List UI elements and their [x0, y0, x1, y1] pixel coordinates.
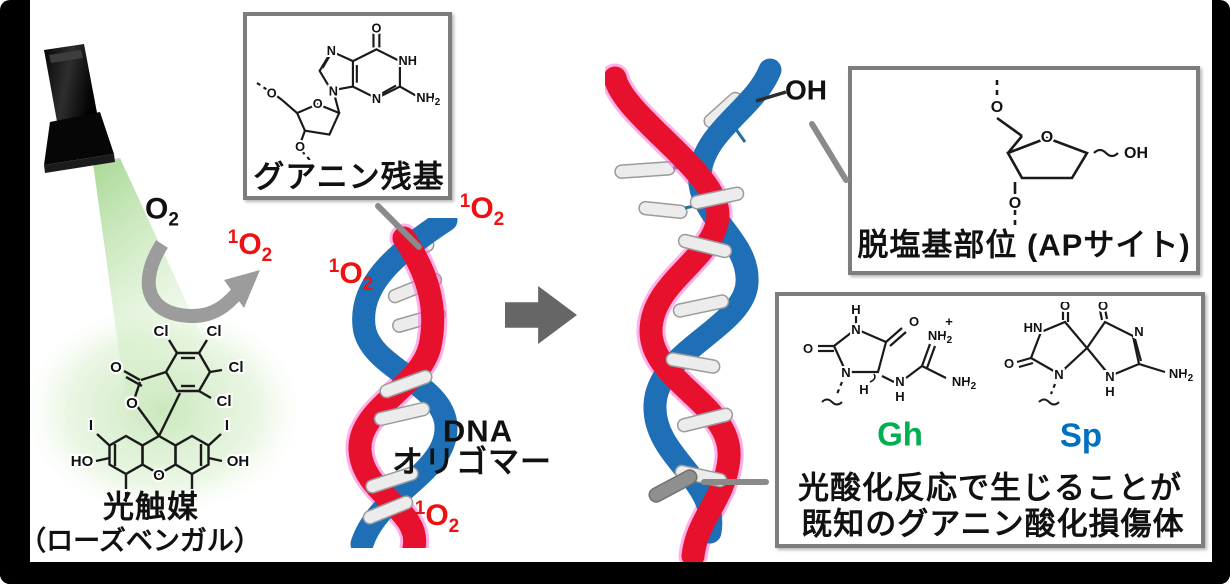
guanine-nh2-group: NH2: [416, 90, 440, 108]
gh-plus-charge: +: [945, 314, 953, 329]
xanthene-o-atom: O: [153, 467, 165, 484]
iodine-atom: I: [89, 417, 93, 434]
sp-hn: HN: [1024, 320, 1043, 335]
green-glow: [28, 305, 301, 510]
photocatalyst-label: 光触媒: [103, 489, 199, 525]
ap-o-top-atom: O: [991, 99, 1003, 116]
sugar-o3-atom: O: [295, 139, 305, 154]
blue-strand: [643, 58, 782, 544]
gh-nh2-top: NH2: [928, 328, 953, 346]
guanine-n3-atom: N: [372, 91, 381, 106]
cl-atom: Cl: [229, 359, 244, 376]
guanine-structure: O NH N NH2 N N O O O: [254, 20, 443, 160]
ho-group: HO: [71, 453, 94, 470]
ap-ring-o-atom: O: [1041, 129, 1053, 146]
guanine-nh-atom: NH: [399, 53, 417, 68]
gh-h-side: H: [895, 389, 904, 404]
flashlight-body-sheen: [49, 50, 83, 63]
gh-n-top: N: [851, 322, 860, 337]
gh-n-ring: N: [841, 365, 850, 380]
iodine-atom: I: [124, 489, 128, 506]
dna-oligomer-label-line2: オリゴマー: [392, 444, 552, 480]
guanine-box: O NH N NH2 N N O O O グアニン残基: [243, 12, 452, 200]
singlet-oxygen-label: 1O2: [328, 256, 374, 296]
lesion-caption-line2: 既知のグアニン酸化損傷体: [801, 506, 1185, 542]
sp-structure: HN O O O N N N H NH2: [1002, 302, 1196, 406]
sugar-o5-atom: O: [267, 85, 277, 100]
photocatalyst-name-label: （ローズベンガル）: [19, 525, 261, 556]
frame-bar-left: [0, 0, 30, 584]
frame-bar-bottom: [0, 562, 1230, 584]
gh-h-top: H: [851, 304, 860, 317]
cl-atom: Cl: [207, 323, 222, 340]
lesion-box: H N O O N H N H + NH2 NH2: [775, 292, 1205, 548]
sp-nh-h: H: [1105, 384, 1114, 399]
damaged-base-gray: [648, 469, 698, 503]
base-pair-rungs: [362, 369, 433, 525]
sp-nh-n: N: [1105, 369, 1114, 384]
sp-n-right: N: [1134, 324, 1143, 339]
sp-o-left: O: [1004, 356, 1014, 371]
gh-o-right: O: [909, 314, 919, 329]
flashlight-body: [44, 44, 98, 127]
ap-site-box: O O OH O 脱塩基部位 (APサイト): [848, 66, 1200, 275]
sp-o-top-right: O: [1098, 302, 1108, 313]
lactone-o-atom: O: [126, 395, 138, 412]
ap-oh-group: OH: [1124, 145, 1148, 162]
helix-oh-label: OH: [785, 74, 827, 106]
sugar-ring-o-atom: O: [313, 96, 323, 111]
gh-h-stereo: H: [859, 382, 868, 397]
singlet-oxygen-label: 1O2: [459, 191, 505, 231]
flipped-out-bases: [614, 91, 747, 220]
dna-oligomer-label-line1: DNA: [442, 413, 514, 449]
iodine-atom: I: [190, 489, 194, 506]
oh-group: OH: [227, 453, 250, 470]
guanine-n7-atom: N: [327, 43, 336, 58]
cl-atom: Cl: [154, 323, 169, 340]
guanine-box-label: グアニン残基: [253, 159, 445, 195]
singlet-oxygen-label: 1O2: [414, 498, 460, 538]
flashlight-head: [44, 112, 114, 165]
sp-label: Sp: [1059, 416, 1103, 454]
ap-site-box-label: 脱塩基部位 (APサイト): [857, 227, 1191, 263]
guanine-n9-atom: N: [329, 83, 338, 98]
iodine-atom: I: [225, 417, 229, 434]
singlet-oxygen-label: 1O2: [227, 227, 273, 267]
carbonyl-o-atom: O: [110, 359, 122, 376]
gh-structure: H N O O N H N H + NH2 NH2: [801, 304, 979, 406]
o2-to-singlet-arrow: [141, 240, 260, 323]
sp-nh2: NH2: [1169, 366, 1194, 384]
ap-site-structure: O O OH O: [989, 80, 1150, 226]
guanine-o-atom: O: [371, 21, 381, 36]
gh-n-side: N: [895, 374, 904, 389]
ap-o-bottom-atom: O: [1009, 195, 1021, 212]
rose-bengal-structure: Cl Cl Cl Cl O O O HO OH I I I I: [28, 305, 301, 510]
gh-nh2-right: NH2: [952, 374, 977, 392]
reaction-arrow: [505, 286, 577, 344]
cl-atom: Cl: [217, 393, 232, 410]
sp-n-bottom: N: [1054, 367, 1063, 382]
sp-o-top-left: O: [1060, 302, 1070, 313]
dna-helix-intact: [345, 218, 458, 548]
flashlight-rim: [44, 154, 115, 173]
gh-o-left: O: [803, 341, 813, 356]
lesion-caption-line1: 光酸化反応で生じることが: [798, 470, 1182, 506]
gh-label: Gh: [877, 415, 923, 453]
ap-site-pointer-line: [809, 121, 849, 183]
frame-bar-right: [1212, 0, 1230, 584]
dna-helix-damaged: [605, 58, 782, 563]
ground-oxygen-label: O2: [145, 192, 179, 231]
